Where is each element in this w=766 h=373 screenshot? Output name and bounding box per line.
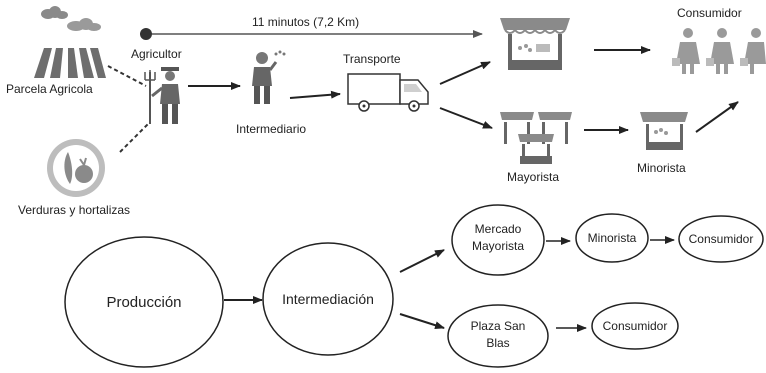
intermediario-label: Intermediario (236, 122, 306, 136)
verduras-label: Verduras y hortalizas (18, 203, 130, 217)
node-minorista (575, 213, 649, 263)
node-consumidor-2 (591, 302, 679, 350)
parcela-label: Parcela Agricola (6, 82, 93, 96)
vegetables-icon (47, 139, 105, 197)
shoppers-icon (672, 28, 766, 74)
arrow-retail-consumer (695, 101, 739, 133)
wholesale-stalls-icon (500, 112, 572, 164)
agricultor-label: Agricultor (131, 47, 182, 61)
mayorista-label: Mayorista (507, 170, 559, 184)
consumidor-2-text: Consumidor (603, 319, 668, 333)
plaza-text-line2: Blas (486, 336, 509, 350)
consumidor-label: Consumidor (677, 6, 742, 20)
truck-icon (347, 73, 429, 112)
field-icon (34, 6, 106, 78)
market-stall-icon (500, 18, 570, 70)
consumidor-1-text: Consumidor (689, 232, 754, 246)
dotted-link-vegetables (119, 123, 149, 153)
agricultor-marker (140, 28, 152, 40)
intermediacion-text: Intermediación (282, 291, 374, 307)
minorista-node-text: Minorista (588, 231, 637, 245)
transporte-label: Transporte (343, 52, 401, 66)
produccion-text: Producción (106, 294, 181, 311)
arrow-intermediacion-mercado (399, 249, 445, 273)
node-consumidor-1 (678, 215, 764, 263)
node-intermediacion (262, 242, 394, 356)
dotted-link-field (107, 65, 147, 87)
minorista-label: Minorista (637, 161, 686, 175)
arrow-intermediacion-plaza (399, 313, 445, 330)
arrow-transport-wholesale (439, 107, 493, 129)
arrow-transport-market (439, 61, 491, 85)
intermediary-icon (252, 50, 286, 104)
plaza-text-line1: Plaza San (471, 319, 526, 333)
distance-label: 11 minutos (7,2 Km) (252, 15, 359, 29)
mercado-text-line2: Mayorista (472, 239, 524, 253)
farmer-icon (144, 67, 180, 124)
mercado-text-line1: Mercado (475, 222, 522, 236)
node-produccion (64, 236, 224, 368)
node-mercado-mayorista (451, 204, 545, 276)
arrow-intermediary-transport (289, 90, 341, 99)
retail-stall-icon (640, 112, 688, 150)
node-plaza-san-blas (447, 304, 549, 368)
